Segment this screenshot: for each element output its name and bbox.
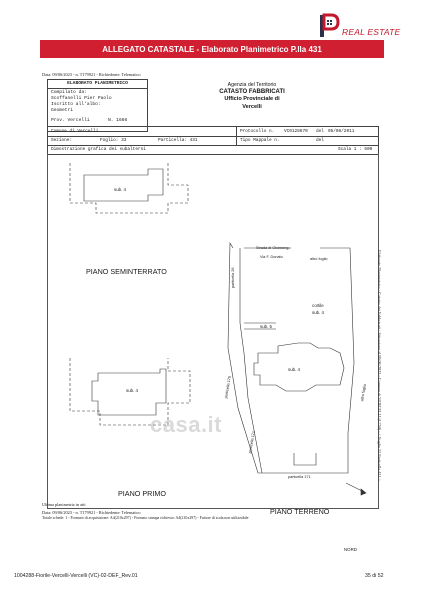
brand-logo-mark-icon	[320, 13, 340, 37]
label-sub4-seminterrato: sub. 4	[114, 187, 126, 192]
table-protocollo-value: VC0128670	[284, 129, 308, 134]
table-rule	[236, 127, 237, 145]
label-strada: Strada di Olcenengo	[256, 246, 291, 250]
table-dimostrazione: Dimostrazione grafica dei subalterni	[51, 147, 146, 152]
header-prov: Prov. Vercelli	[51, 118, 90, 123]
title-banner: ALLEGATO CATASTALE - Elaborato Planimetr…	[40, 40, 384, 58]
label-particella-26: particella 26	[231, 267, 235, 288]
top-note: Data: 09/06/2023 - n. T179921 - Richiede…	[42, 72, 141, 77]
agency-line-1: Agenzia del Territorio	[227, 82, 277, 88]
side-caption: Elaborato Planimetrico - Catasto dei Fab…	[377, 250, 382, 481]
table-comune: Comune di Vercelli	[51, 129, 99, 134]
brand-logo: REAL ESTATE	[318, 12, 413, 40]
bottom-note-3: Totale schede: 1 - Formato di acquisizio…	[42, 516, 249, 520]
agency-line-4: Vercelli	[242, 103, 262, 110]
label-piano-terreno: PIANO TERRENO	[270, 507, 330, 516]
table-tipo-mappale: Tipo Mappale n.	[240, 138, 280, 143]
table-scala: Scala 1 : 500	[338, 147, 373, 152]
header-line-1: Compilato da:	[51, 90, 87, 95]
table-rule	[48, 136, 378, 137]
brand-name: REAL ESTATE	[342, 27, 401, 37]
footer-document-id: 1004288-Fiorile-Vercelli-Vercelli (VC)-0…	[14, 573, 138, 579]
footer-page-number: 35 di 52	[365, 573, 384, 579]
agency-block: Agenzia del Territorio CATASTO FABBRICAT…	[212, 82, 292, 111]
header-line-4: Geometri	[51, 107, 74, 113]
table-rule	[48, 145, 378, 146]
label-sub5: sub. 5	[260, 324, 272, 329]
floor-plan-drawing	[69, 163, 367, 496]
header-line-2: Scoffanelli Pier Paolo	[51, 95, 112, 101]
bottom-note-1: Ultima planimetria in atti	[42, 502, 86, 507]
table-del-value: 05/08/2011	[328, 129, 355, 134]
cadastral-sheet: Data: 09/06/2023 - n. T179921 - Richiede…	[40, 64, 384, 552]
cadastral-table: Comune di Vercelli Sezione: Foglio: 33 P…	[47, 126, 379, 155]
table-particella: Particella: 431	[158, 138, 198, 143]
label-sub4-terreno: sub. 4	[288, 367, 300, 372]
label-cortile: cortile	[312, 303, 324, 308]
header-box-title: ELABORATO PLANIMETRICO	[48, 80, 147, 89]
header-box: ELABORATO PLANIMETRICO Compilato da: Sco…	[47, 79, 148, 132]
header-number: N. 1666	[108, 118, 128, 123]
label-particella-171: particella 171	[288, 475, 311, 479]
floor-plan-area: sub. 4 PIANO SEMINTERRATO sub. 4 PIANO P…	[47, 153, 379, 552]
label-piano-seminterrato: PIANO SEMINTERRATO	[86, 267, 167, 276]
label-piano-primo: PIANO PRIMO	[118, 489, 166, 498]
table-del-label: del	[316, 129, 324, 134]
label-cortile-sub: sub. 4	[312, 310, 324, 315]
table-sezione: Sezione:	[51, 138, 73, 143]
table-foglio: Foglio: 33	[100, 138, 127, 143]
label-nord: NORD	[344, 547, 357, 552]
watermark: casa.it	[150, 412, 222, 437]
label-sub4-primo: sub. 4	[126, 388, 138, 393]
label-via: Via F. Donato	[260, 255, 283, 259]
agency-line-3: Ufficio Provinciale di	[224, 96, 280, 103]
table-protocollo-label: Protocollo n.	[240, 129, 275, 134]
header-line-3: Iscritto all'albo:	[51, 102, 101, 107]
table-del2: del	[316, 138, 324, 143]
label-altro-foglio: altro foglio	[310, 257, 328, 261]
agency-line-2: CATASTO FABBRICATI	[219, 89, 285, 96]
bottom-note-2: Data: 09/06/2023 - n. T179921 - Richiede…	[42, 510, 141, 515]
